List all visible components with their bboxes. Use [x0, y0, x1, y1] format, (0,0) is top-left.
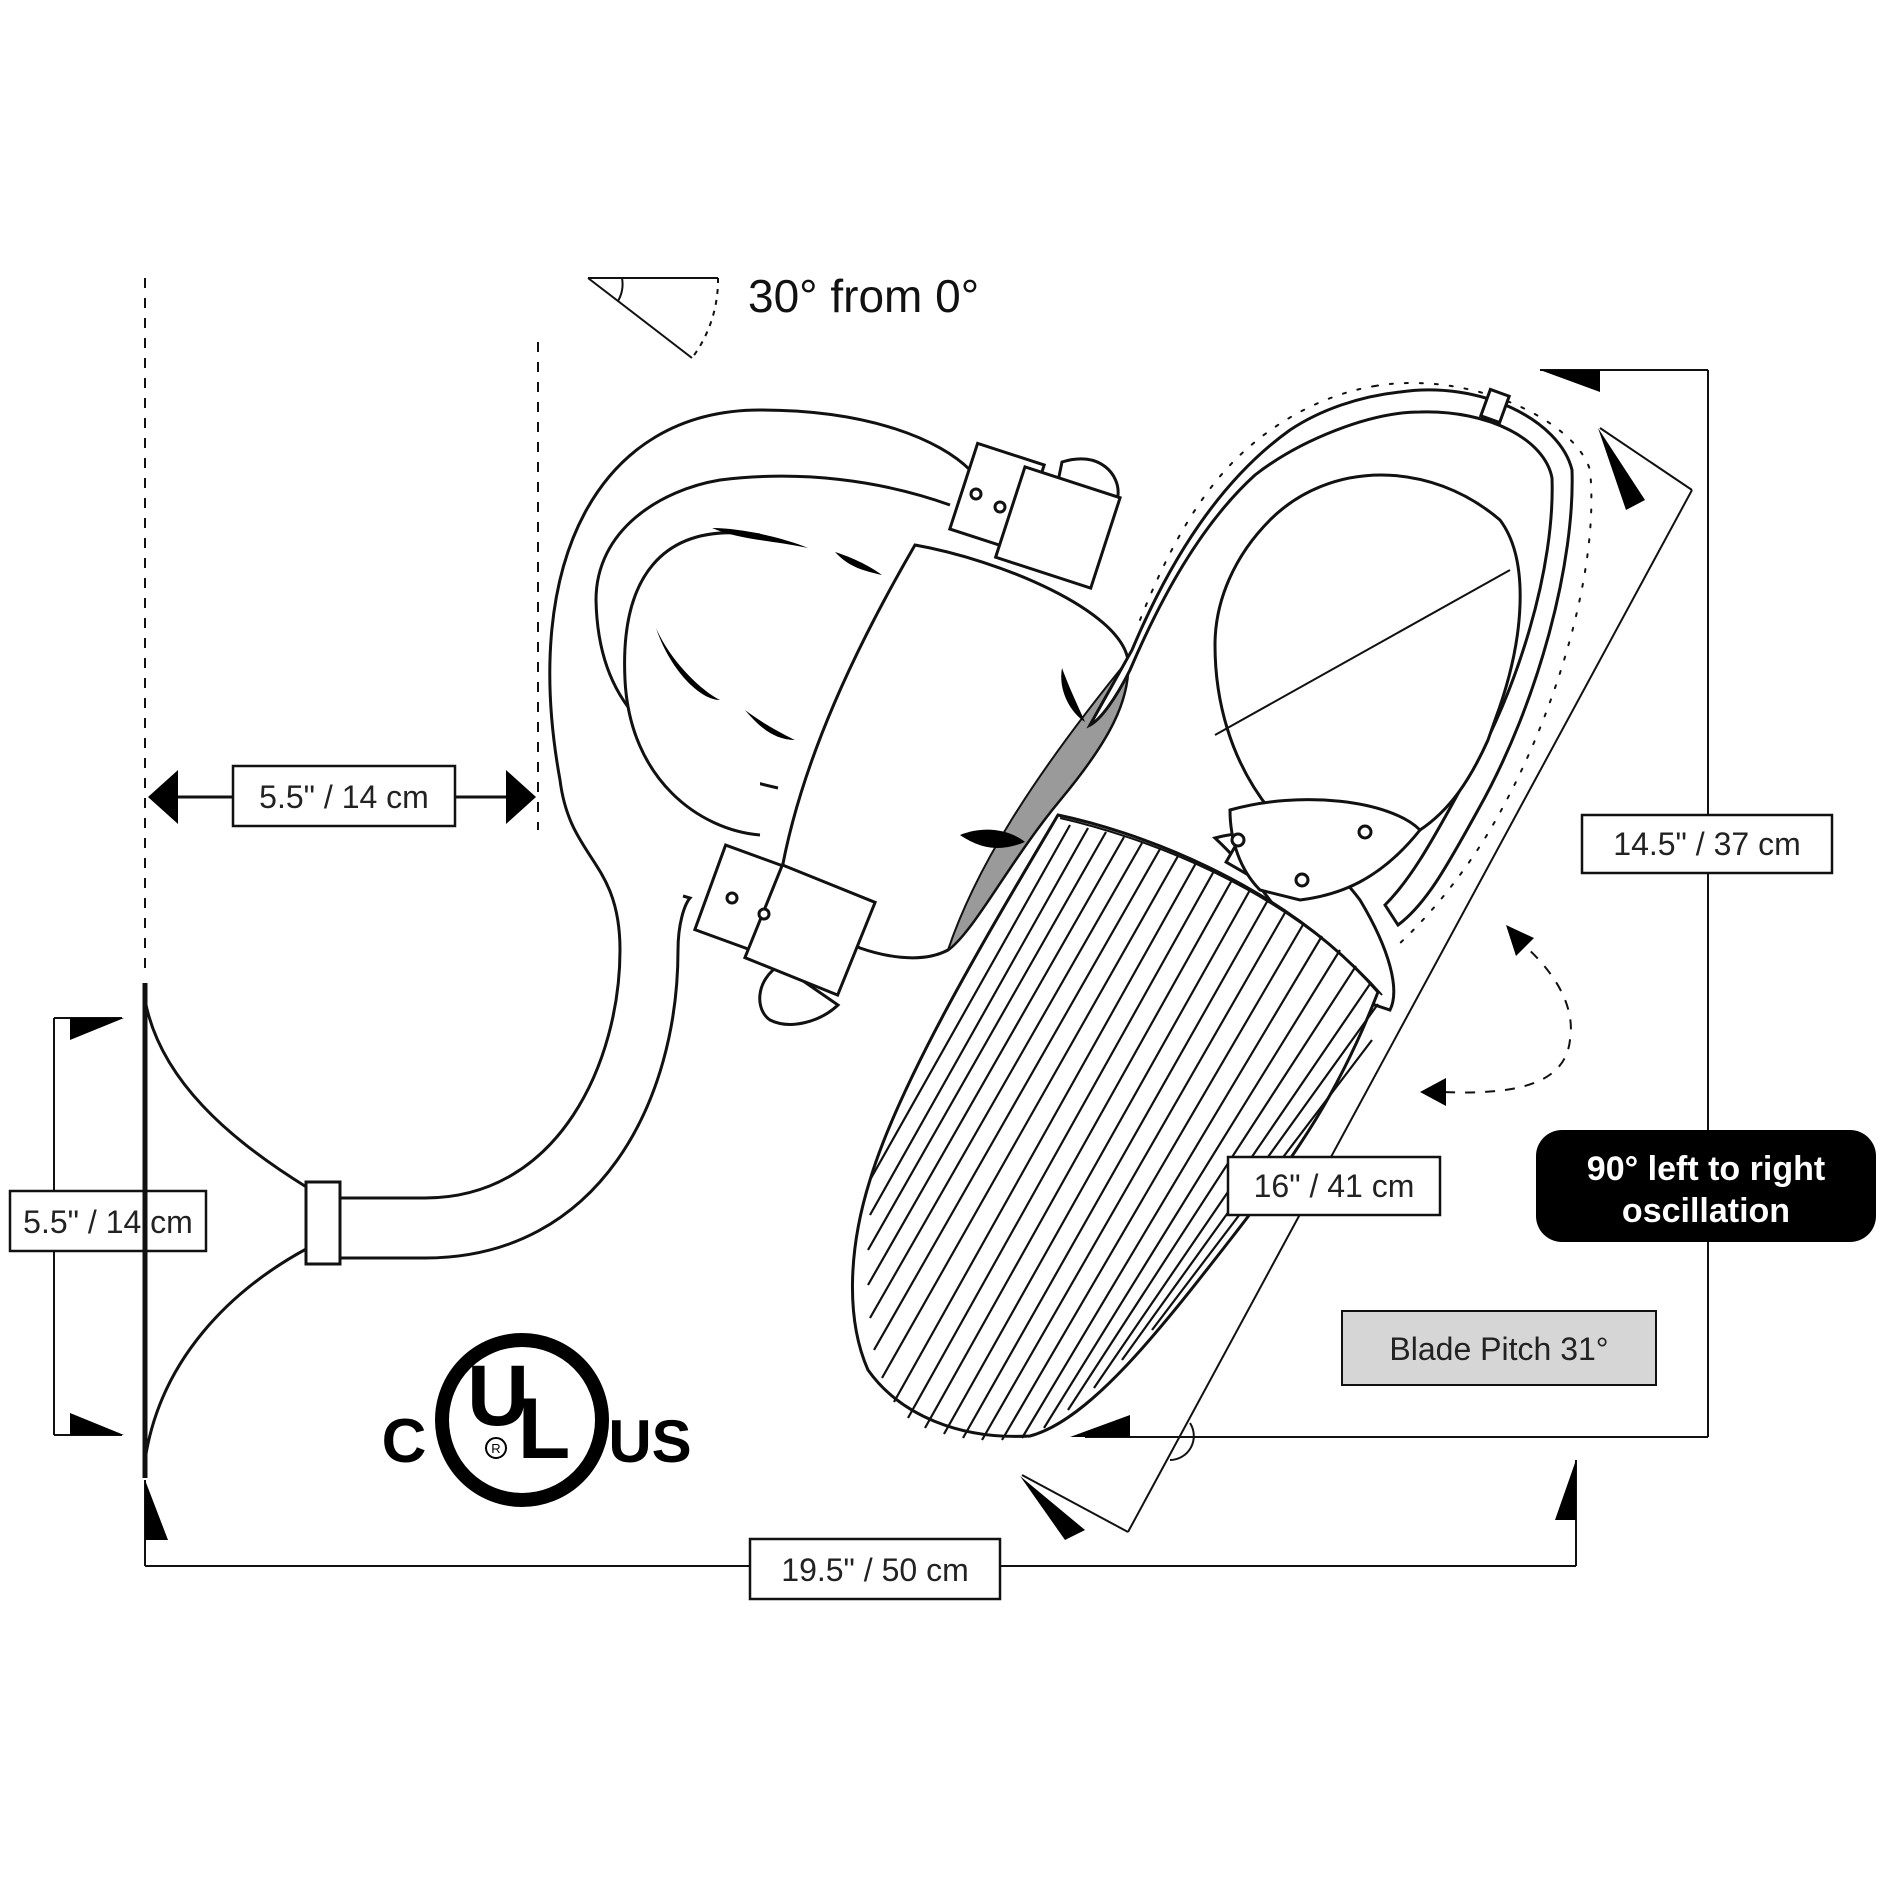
- upper-bracket: [947, 441, 1122, 590]
- blade-pitch-box: Blade Pitch 31°: [1341, 1310, 1657, 1386]
- total-width-dimension: 19.5" / 50 cm: [144, 1460, 1577, 1601]
- motor-housing: [623, 528, 1130, 960]
- oscillation-badge: 90° left to right oscillation: [1536, 1130, 1876, 1242]
- oscillation-line2: oscillation: [1622, 1192, 1790, 1230]
- head-diameter-label: 16" / 41 cm: [1254, 1168, 1415, 1204]
- total-height-label: 14.5" / 37 cm: [1613, 826, 1800, 862]
- oscillation-line1: 90° left to right: [1587, 1150, 1825, 1188]
- fan-arm: [304, 408, 972, 1266]
- total-width-label: 19.5" / 50 cm: [781, 1552, 968, 1588]
- arm-depth-dimension: 5.5" / 14 cm: [148, 764, 536, 828]
- fan-cage: [850, 813, 1383, 1441]
- angle-label: 30° from 0°: [748, 270, 979, 322]
- plate-height-dimension: 5.5" / 14 cm: [8, 1017, 208, 1436]
- cert-u: U: [467, 1348, 529, 1444]
- wall-plate: [142, 983, 309, 1478]
- culus-certification-mark: C U L R US: [382, 1333, 692, 1507]
- blade-pitch-label: Blade Pitch 31°: [1389, 1331, 1608, 1367]
- cert-left: C: [382, 1407, 427, 1476]
- cert-registered: R: [491, 1441, 500, 1456]
- head-diameter-dimension: 16" / 41 cm: [1020, 427, 1693, 1540]
- lower-bracket: [692, 843, 878, 1026]
- cert-l: L: [518, 1381, 571, 1477]
- front-grille: [1086, 381, 1593, 946]
- arm-collar: [304, 1180, 342, 1266]
- arm-depth-label: 5.5" / 14 cm: [259, 779, 429, 815]
- cert-right: US: [608, 1408, 691, 1475]
- total-height-dimension: 14.5" / 37 cm: [1070, 369, 1834, 1438]
- oscillation-arrow: [1420, 925, 1572, 1106]
- plate-height-label: 5.5" / 14 cm: [23, 1204, 193, 1240]
- angle-indicator: [587, 277, 720, 359]
